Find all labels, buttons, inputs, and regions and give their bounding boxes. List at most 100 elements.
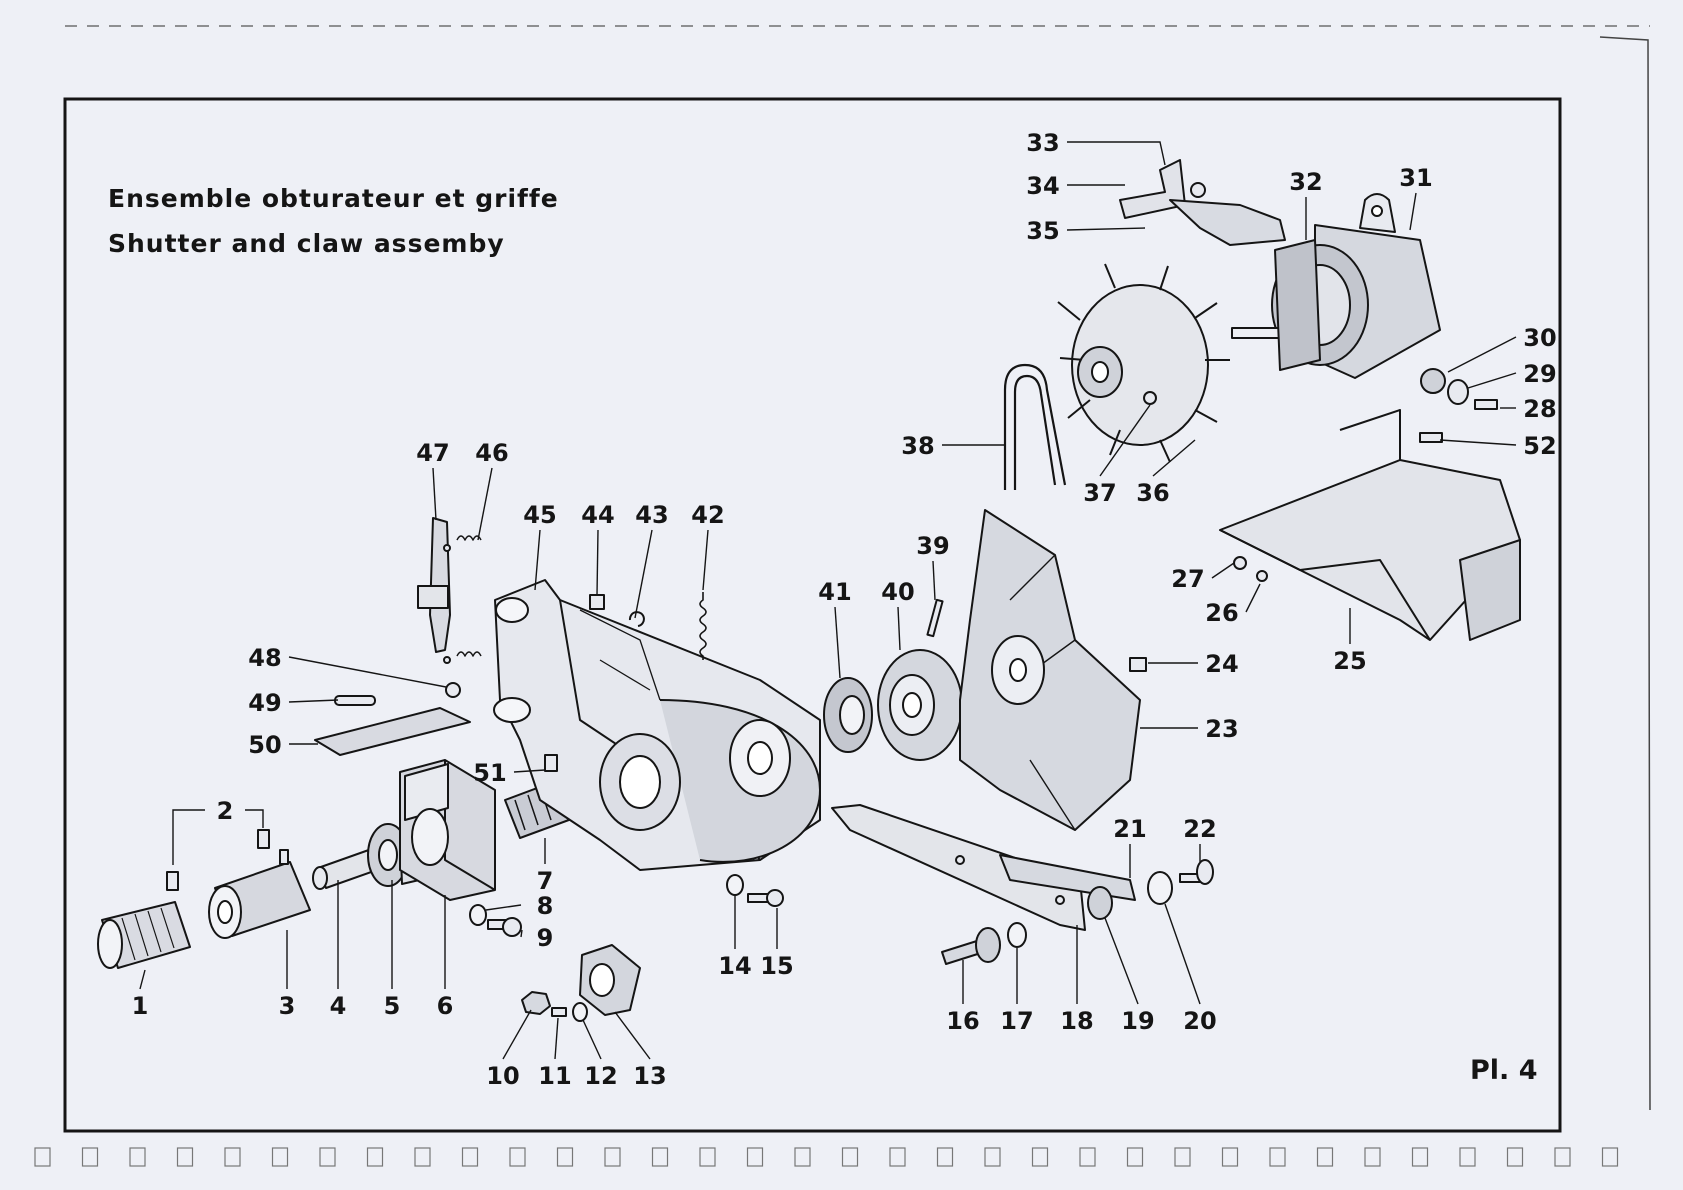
callout-9: 9 xyxy=(537,924,554,952)
part-circlip xyxy=(630,612,644,626)
part-small-screw xyxy=(446,683,460,697)
binder-hole xyxy=(653,1148,668,1166)
callout-8: 8 xyxy=(537,892,554,920)
part-drive-belt xyxy=(1005,365,1065,490)
part-tension-spring xyxy=(700,592,706,660)
callout-24: 24 xyxy=(1205,650,1238,678)
callout-15: 15 xyxy=(760,952,793,980)
leader-line-29 xyxy=(1468,373,1516,388)
leader-line-33 xyxy=(1067,142,1165,165)
callout-17: 17 xyxy=(1000,1007,1033,1035)
leader-line-46 xyxy=(478,468,492,540)
binder-hole xyxy=(1033,1148,1048,1166)
part-screw xyxy=(590,595,604,609)
callout-37: 37 xyxy=(1083,479,1116,507)
part-bolt xyxy=(942,928,1000,964)
callout-16: 16 xyxy=(946,1007,979,1035)
callout-38: 38 xyxy=(901,432,934,460)
binder-hole xyxy=(795,1148,810,1166)
binder-hole xyxy=(700,1148,715,1166)
binder-hole xyxy=(1508,1148,1523,1166)
binder-hole xyxy=(1413,1148,1428,1166)
leader-line-10 xyxy=(503,1010,531,1059)
part-screw xyxy=(748,890,783,906)
leader-line-44 xyxy=(597,530,598,595)
callout-42: 42 xyxy=(691,501,724,529)
part-shutter-blade xyxy=(960,510,1140,830)
leader-line-11 xyxy=(555,1018,558,1059)
part-screw xyxy=(488,918,521,936)
callout-33: 33 xyxy=(1026,129,1059,157)
callout-36: 36 xyxy=(1136,479,1169,507)
leader-line-45 xyxy=(535,530,540,590)
binder-hole xyxy=(1270,1148,1285,1166)
part-washer xyxy=(1234,557,1246,569)
callout-1: 1 xyxy=(132,992,149,1020)
callout-45: 45 xyxy=(523,501,556,529)
part-motor-cover xyxy=(1220,410,1520,640)
binder-holes xyxy=(35,1148,1618,1166)
leader-line-1 xyxy=(140,970,145,989)
part-eccentric-cam xyxy=(580,945,640,1015)
callout-5: 5 xyxy=(384,992,401,1020)
callout-27: 27 xyxy=(1171,565,1204,593)
binder-hole xyxy=(368,1148,383,1166)
callout-28: 28 xyxy=(1523,395,1556,423)
callout-31: 31 xyxy=(1399,164,1432,192)
binder-hole xyxy=(510,1148,525,1166)
part-washer xyxy=(573,1003,587,1021)
callout-50: 50 xyxy=(248,731,281,759)
callout-2: 2 xyxy=(217,797,234,825)
callout-12: 12 xyxy=(584,1062,617,1090)
binder-hole xyxy=(1175,1148,1190,1166)
binder-hole xyxy=(605,1148,620,1166)
leader-line-41 xyxy=(835,607,840,678)
binder-hole xyxy=(1555,1148,1570,1166)
callout-32: 32 xyxy=(1289,168,1322,196)
callout-39: 39 xyxy=(916,532,949,560)
part-screw xyxy=(1144,392,1156,404)
part-bushing xyxy=(209,850,310,938)
leader-line-48 xyxy=(289,657,446,687)
callout-6: 6 xyxy=(437,992,454,1020)
callout-22: 22 xyxy=(1183,815,1216,843)
part-washer xyxy=(727,875,743,895)
callout-3: 3 xyxy=(279,992,296,1020)
callout-14: 14 xyxy=(718,952,751,980)
binder-hole xyxy=(985,1148,1000,1166)
callout-11: 11 xyxy=(538,1062,571,1090)
leader-line-8 xyxy=(486,905,521,910)
binder-hole xyxy=(415,1148,430,1166)
part-nut xyxy=(522,992,550,1014)
part-screw xyxy=(1180,860,1213,884)
binder-hole xyxy=(463,1148,478,1166)
leader-line-20 xyxy=(1165,904,1200,1004)
part-washer xyxy=(470,905,486,925)
leader-line-40 xyxy=(898,607,900,650)
leader-line-52 xyxy=(1440,440,1516,445)
binder-hole xyxy=(890,1148,905,1166)
part-screw xyxy=(1475,400,1497,409)
callout-34: 34 xyxy=(1026,172,1059,200)
binder-hole xyxy=(1365,1148,1380,1166)
binder-hole xyxy=(843,1148,858,1166)
part-pin xyxy=(335,696,375,705)
callout-10: 10 xyxy=(486,1062,519,1090)
part-bushing xyxy=(1088,887,1112,919)
leader-line-47 xyxy=(433,468,436,520)
leader-line-2 xyxy=(245,810,263,828)
part-knob xyxy=(98,902,190,968)
leader-line-31 xyxy=(1410,193,1416,230)
leader-line-36 xyxy=(1153,440,1195,476)
part-pulley xyxy=(878,650,962,760)
part-set-screw xyxy=(258,830,269,848)
part-claw-plate xyxy=(315,708,470,755)
part-washer xyxy=(1448,380,1468,404)
binder-hole xyxy=(225,1148,240,1166)
part-washer xyxy=(1008,923,1026,947)
callout-44: 44 xyxy=(581,501,614,529)
callout-49: 49 xyxy=(248,689,281,717)
part-screw xyxy=(1257,571,1267,581)
leader-line-26 xyxy=(1246,584,1260,612)
